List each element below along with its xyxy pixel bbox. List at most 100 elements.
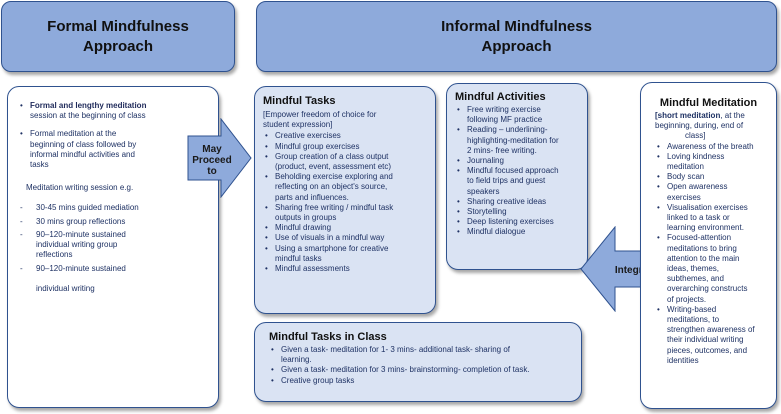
mindful-activity-item: Sharing creative ideas bbox=[455, 197, 583, 207]
mindful-activity-item: Storytelling bbox=[455, 207, 583, 217]
mindful-activities-box: Mindful Activities Free writing exercise… bbox=[446, 83, 588, 270]
mindful-task-item-text: mindful tasks bbox=[275, 253, 322, 263]
mindful-task-item-text: Use of visuals in a mindful way bbox=[275, 233, 385, 243]
dash-item: - 30-45 mins guided mediation bbox=[20, 203, 139, 213]
task-in-class-item-text: Given a task- meditation for 1- 3 mins- … bbox=[281, 345, 510, 354]
formal-bullet-2-line: informal mindful activities and bbox=[30, 149, 135, 159]
meditation-item-text: learning environment. bbox=[667, 223, 744, 233]
formal-bullet-2-line: Formal meditation at the bbox=[30, 129, 117, 139]
meditation-item-text: strengthen awareness of bbox=[667, 325, 755, 335]
mindful-activity-item: Deep listening exercises bbox=[455, 217, 583, 227]
task-in-class-item-text: Creative group tasks bbox=[281, 375, 355, 385]
mindful-activity-item-text: Journaling bbox=[467, 156, 504, 166]
meditation-item-text: Focused-attention bbox=[667, 233, 732, 243]
dash-item-text: 90–120-minute sustained bbox=[36, 229, 126, 239]
task-in-class-item-text: Given a task- meditation for 3 mins- bra… bbox=[281, 365, 530, 375]
formal-header-line-2: Approach bbox=[82, 37, 153, 55]
meditation-item-text: pieces, outcomes, and bbox=[667, 345, 748, 355]
meditation-item-text: linked to a task or bbox=[667, 213, 730, 223]
mindful-task-item: Mindful drawing bbox=[263, 223, 429, 233]
dash-item-text: reflections bbox=[36, 250, 73, 260]
mindful-tasks-in-class-box: Mindful Tasks in Class Given a task- med… bbox=[254, 322, 582, 402]
formal-bullet-1: • Formal and lengthy meditation session … bbox=[20, 101, 147, 121]
subtitle-bold: [short meditation bbox=[655, 111, 721, 120]
formal-header-line-1: Formal Mindfulness bbox=[47, 17, 189, 35]
mindful-task-item: Mindful assessments bbox=[263, 264, 429, 274]
meditation-item-text: Visualisation exercises bbox=[667, 202, 748, 212]
dash-list: - 30-45 mins guided mediation - 30 mins … bbox=[20, 203, 210, 293]
meditation-item-text: Loving kindness bbox=[667, 151, 725, 161]
mindful-tasks-list: Creative exercisesMindful group exercise… bbox=[263, 131, 429, 274]
subtitle-line: student expression] bbox=[263, 120, 333, 130]
meditation-item-text: ideas, themes, bbox=[667, 264, 720, 274]
mindful-task-item: Beholding exercise exploring andreflecti… bbox=[263, 172, 429, 203]
mindful-activity-item: Mindful dialogue bbox=[455, 227, 583, 237]
mindful-activity-item: Reading – underlining-highlighting-medit… bbox=[455, 125, 583, 156]
mindful-activity-item-text: Deep listening exercises bbox=[467, 217, 554, 227]
meditation-item-text: of projects. bbox=[667, 294, 707, 304]
formal-bullet-1-rest: session at the beginning of class bbox=[30, 111, 146, 121]
dash-item: - 30 mins group reflections bbox=[20, 216, 126, 226]
mindful-meditation-list: Awareness of the breathLoving kindnessme… bbox=[655, 142, 772, 366]
mindful-tasks-title: Mindful Tasks bbox=[263, 95, 336, 107]
informal-approach-header: Informal Mindfulness Approach bbox=[256, 1, 777, 72]
subtitle-line: [Empower freedom of choice for bbox=[263, 110, 377, 119]
meditation-item-text: Awareness of the breath bbox=[667, 141, 754, 151]
mindful-task-item-text: Mindful assessments bbox=[275, 264, 350, 274]
mindful-activity-item-text: to field trips and guest bbox=[467, 176, 546, 186]
dash-item: - 90–120-minute sustained individual wri… bbox=[20, 264, 210, 293]
mindful-task-item-text: Mindful group exercises bbox=[275, 141, 360, 151]
may-proceed-line: May bbox=[202, 144, 222, 155]
mindful-activity-item-text: speakers bbox=[467, 186, 500, 196]
dash-item-text: 30 mins group reflections bbox=[36, 216, 126, 226]
task-in-class-item-text: learning. bbox=[281, 355, 312, 365]
mindful-activity-item: Journaling bbox=[455, 156, 583, 166]
meditation-item-text: meditation bbox=[667, 162, 704, 172]
mindful-task-item-text: Using a smartphone for creative bbox=[275, 243, 389, 253]
mindful-task-item: Group creation of a class output(product… bbox=[263, 152, 429, 172]
mindful-meditation-title: Mindful Meditation bbox=[659, 97, 758, 109]
may-proceed-line: to bbox=[207, 166, 217, 177]
tasks-in-class-title: Mindful Tasks in Class bbox=[269, 331, 387, 343]
formal-bullet-1-bold: Formal and lengthy meditation bbox=[30, 101, 147, 110]
may-proceed-label: May Proceed to bbox=[190, 144, 234, 177]
dash-item-text: individual writing bbox=[36, 283, 95, 293]
mindful-activities-title: Mindful Activities bbox=[455, 91, 546, 103]
subtitle-rest: , at the bbox=[720, 111, 745, 120]
mindful-task-item: Creative exercises bbox=[263, 131, 429, 141]
mindful-tasks-box: Mindful Tasks [Empower freedom of choice… bbox=[254, 86, 436, 314]
mindful-meditation-subtitle: [short meditation, at the beginning, dur… bbox=[655, 111, 772, 142]
meditation-item-text: Body scan bbox=[667, 172, 705, 182]
meditation-item: Body scan bbox=[655, 172, 772, 182]
subtitle-line: class] bbox=[685, 131, 706, 141]
mindful-activity-item-text: Reading – underlining- bbox=[467, 125, 548, 135]
mindful-task-item: Sharing free writing / mindful taskoutpu… bbox=[263, 203, 429, 223]
formal-bullet-2-line: tasks bbox=[30, 160, 49, 170]
mindful-activity-item-text: Mindful dialogue bbox=[467, 227, 526, 237]
dash-item-text: 30-45 mins guided mediation bbox=[36, 203, 139, 213]
mindful-activity-item-text: Storytelling bbox=[467, 207, 507, 217]
mindful-task-item: Use of visuals in a mindful way bbox=[263, 233, 429, 243]
mindful-activity-item-text: Mindful focused approach bbox=[467, 166, 559, 176]
mindful-task-item-text: Mindful drawing bbox=[275, 223, 332, 233]
meditation-item-text: meditations, to bbox=[667, 315, 720, 325]
meditation-item-text: Writing-based bbox=[667, 304, 717, 314]
mindful-task-item-text: parts and influences. bbox=[275, 192, 349, 202]
meditation-item-text: Open awareness bbox=[667, 182, 728, 192]
meditation-item-text: attention to the main bbox=[667, 253, 740, 263]
meditation-item-text: overarching constructs bbox=[667, 284, 748, 294]
tasks-in-class-list: Given a task- meditation for 1- 3 mins- … bbox=[269, 345, 575, 386]
dash-item: - 90–120-minute sustained individual wri… bbox=[20, 229, 126, 260]
mindful-task-item-text: Group creation of a class output bbox=[275, 151, 389, 161]
meditation-item-text: subthemes, and bbox=[667, 274, 724, 284]
mindful-task-item-text: Sharing free writing / mindful task bbox=[275, 202, 394, 212]
task-in-class-item: Given a task- meditation for 3 mins- bra… bbox=[269, 365, 575, 375]
mindful-activity-item-text: highlighting-meditation for bbox=[467, 135, 559, 145]
